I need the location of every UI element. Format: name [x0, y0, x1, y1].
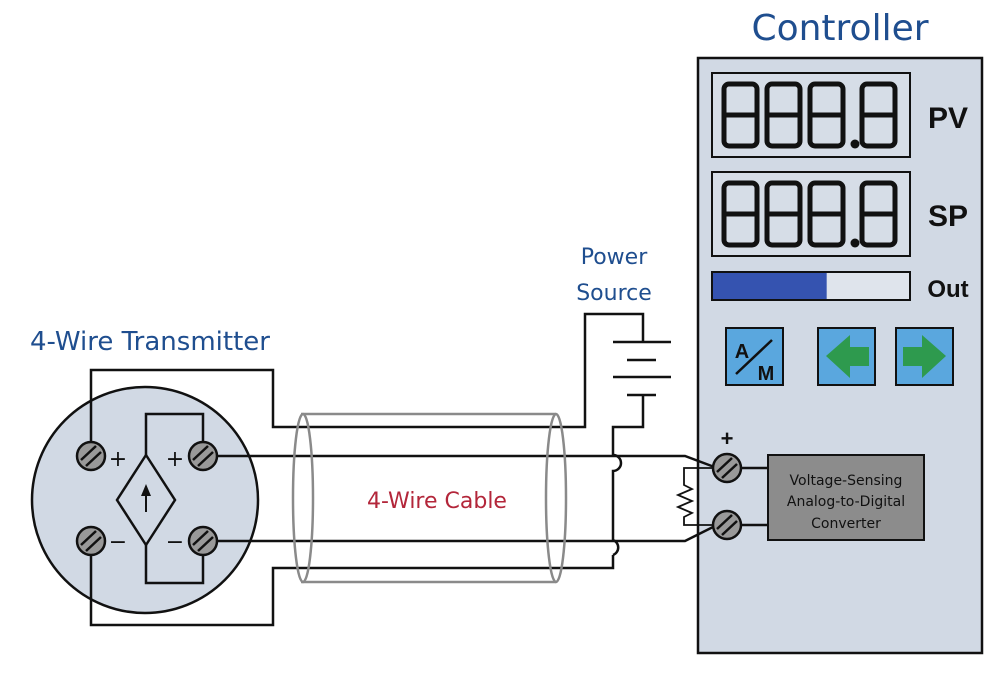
tx-right-plus-terminal: [187, 440, 219, 472]
sp-display: [711, 171, 911, 257]
tx-left-minus-terminal: [75, 525, 107, 557]
controller-minus-terminal: [711, 509, 743, 541]
power-source-label-2: Source: [576, 281, 652, 306]
svg-text:M: M: [758, 363, 775, 385]
increase-button[interactable]: [895, 327, 954, 386]
pv-display: [711, 72, 911, 158]
controller-plus-terminal: [711, 452, 743, 484]
current-source-icon: [115, 452, 177, 548]
tx-right-minus-terminal: [187, 525, 219, 557]
tx-right-minus: −: [166, 530, 184, 555]
digit: [859, 81, 898, 149]
power-source-label-1: Power: [581, 245, 648, 270]
battery-icon: [611, 340, 671, 455]
output-bar: [711, 271, 911, 301]
transmitter-title: 4-Wire Transmitter: [30, 327, 270, 357]
cable-label: 4-Wire Cable: [367, 489, 507, 514]
svg-text:Voltage-Sensing: Voltage-Sensing: [790, 473, 903, 489]
arrow-right-icon: [903, 335, 946, 378]
tx-left-minus: −: [109, 530, 127, 555]
out-label: Out: [927, 276, 968, 303]
controller-plus-sign: +: [721, 426, 734, 451]
cable-shield: [291, 412, 568, 584]
digit: [859, 180, 898, 248]
tx-left-plus: +: [109, 447, 127, 472]
decimal-point: [850, 139, 860, 149]
controller-title: Controller: [751, 8, 928, 49]
output-bar-fill: [713, 273, 827, 299]
decimal-point: [850, 238, 860, 248]
tx-right-plus: +: [166, 447, 184, 472]
sp-label: SP: [928, 200, 968, 233]
tx-left-plus-terminal: [75, 440, 107, 472]
digit: [721, 81, 760, 149]
digit: [721, 180, 760, 248]
svg-text:Analog-to-Digital: Analog-to-Digital: [787, 494, 905, 510]
digit: [764, 81, 803, 149]
digit: [764, 180, 803, 248]
svg-text:A: A: [735, 341, 749, 363]
decrease-button[interactable]: [817, 327, 876, 386]
arrow-left-icon: [826, 335, 869, 378]
digit: [807, 180, 846, 248]
auto-manual-button[interactable]: A M: [725, 327, 784, 386]
resistor-icon: [675, 467, 717, 526]
auto-manual-icon: A M: [735, 339, 775, 385]
pv-label: PV: [928, 102, 968, 135]
digit: [807, 81, 846, 149]
svg-text:Converter: Converter: [811, 516, 881, 532]
adc-converter: Voltage-Sensing Analog-to-Digital Conver…: [767, 454, 925, 541]
